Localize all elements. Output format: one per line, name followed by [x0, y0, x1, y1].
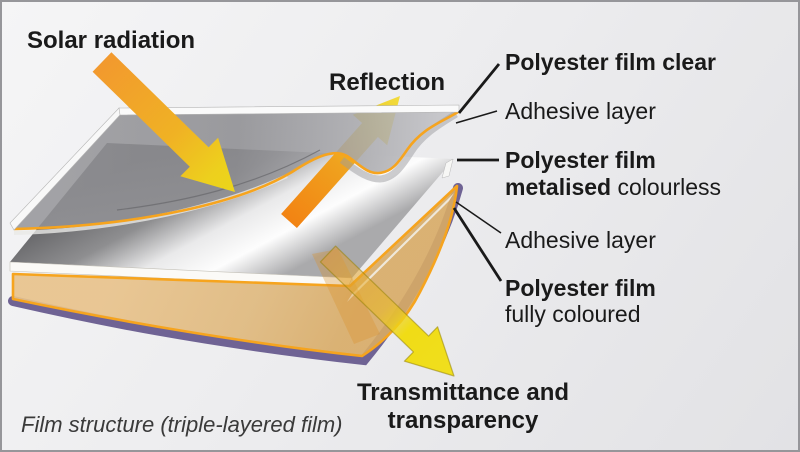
label-polyester-film-metalised: Polyester film metalised colourless: [505, 147, 721, 201]
label-metalised-rest: colourless: [617, 174, 722, 200]
callout-line-adhesive-1: [455, 110, 498, 124]
clear-film-underside-shadow: [339, 111, 458, 183]
label-transmittance-line1: Transmittance and: [356, 379, 570, 406]
caption-film-structure: Film structure (triple-layered film): [21, 412, 343, 437]
label-metalised-line1: Polyester film: [505, 147, 656, 173]
transmitted-beam: [312, 249, 380, 344]
label-coloured-line1: Polyester film: [505, 275, 656, 301]
label-solar-radiation: Solar radiation: [27, 27, 196, 54]
callout-line-film-clear: [457, 63, 501, 114]
label-adhesive-layer-2: Adhesive layer: [505, 227, 656, 253]
solar-radiation-arrow: [92, 52, 235, 192]
label-metalised-bold: metalised: [505, 174, 612, 200]
clear-film-top-face: [14, 112, 458, 229]
label-polyester-film-coloured: Polyester film fully coloured: [505, 275, 656, 327]
callout-line-adhesive-2: [455, 201, 502, 234]
callout-line-fully-coloured: [452, 207, 503, 282]
label-coloured-line2: fully coloured: [505, 301, 641, 327]
metalised-film-right-edge: [441, 158, 454, 179]
coloured-film-back-edge-cream: [347, 193, 454, 302]
label-reflection: Reflection: [329, 69, 446, 96]
clear-film-front-edge-orange: [13, 110, 459, 231]
label-transmittance: Transmittance and transparency: [340, 379, 586, 435]
clear-film-fold-crease: [116, 149, 321, 211]
label-transmittance-line2: transparency: [387, 407, 539, 434]
coloured-film-top-face: [11, 184, 459, 358]
transmittance-arrow: [319, 245, 455, 377]
label-adhesive-layer-1: Adhesive layer: [505, 98, 656, 124]
clear-film-left-edge-white: [9, 107, 121, 231]
label-polyester-film-clear: Polyester film clear: [505, 49, 716, 75]
